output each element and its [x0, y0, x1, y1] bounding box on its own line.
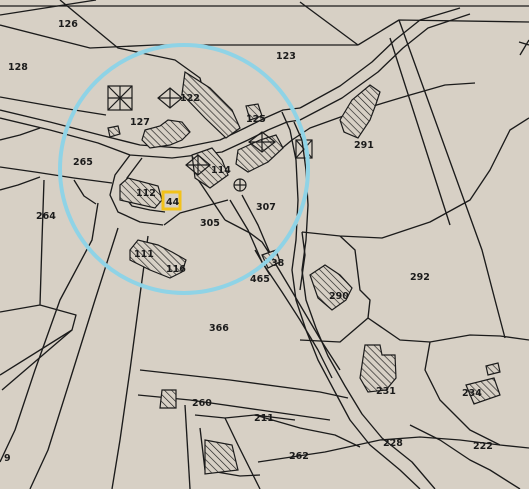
- parcel-label[interactable]: 38: [271, 258, 285, 269]
- parcel-label[interactable]: 127: [130, 117, 150, 128]
- parcel-label[interactable]: 116: [166, 264, 186, 275]
- parcel-label[interactable]: 465: [250, 274, 270, 285]
- parcel-label[interactable]: 9: [4, 453, 11, 464]
- map-symbols: [107, 85, 313, 192]
- parcel-label[interactable]: 264: [36, 211, 56, 222]
- parcel-label[interactable]: 305: [200, 218, 220, 229]
- parcel-label[interactable]: 307: [256, 202, 276, 213]
- parcel-label[interactable]: 290: [329, 291, 349, 302]
- parcel-label[interactable]: 292: [410, 272, 430, 283]
- parcel-label[interactable]: 228: [383, 438, 403, 449]
- parcel-label[interactable]: 291: [354, 140, 374, 151]
- parcel-label[interactable]: 234: [462, 388, 482, 399]
- search-radius-circle: [58, 43, 310, 295]
- parcel-label[interactable]: 231: [376, 386, 396, 397]
- parcel-label[interactable]: 126: [58, 19, 78, 30]
- parcel-label[interactable]: 262: [289, 451, 309, 462]
- parcel-label[interactable]: 123: [276, 51, 296, 62]
- parcel-label[interactable]: 122: [180, 93, 200, 104]
- parcel-label[interactable]: 44: [166, 197, 180, 208]
- roads: [0, 7, 471, 489]
- parcel-label[interactable]: 112: [136, 188, 156, 199]
- parcel-label[interactable]: 111: [134, 249, 154, 260]
- parcel-label[interactable]: 366: [209, 323, 229, 334]
- parcel-label[interactable]: 125: [246, 114, 266, 125]
- parcel-label[interactable]: 260: [192, 398, 212, 409]
- highlighted-parcel-marker[interactable]: [161, 190, 182, 211]
- parcel-label[interactable]: 222: [473, 441, 493, 452]
- parcel-label[interactable]: 128: [8, 62, 28, 73]
- parcel-labels: 126 128 123 127 122 125 291 265 114 112 …: [4, 19, 493, 464]
- parcel-label[interactable]: 265: [73, 157, 93, 168]
- buildings: [107, 70, 501, 475]
- parcel-label[interactable]: 114: [211, 165, 231, 176]
- parcel-label[interactable]: 211: [254, 413, 274, 424]
